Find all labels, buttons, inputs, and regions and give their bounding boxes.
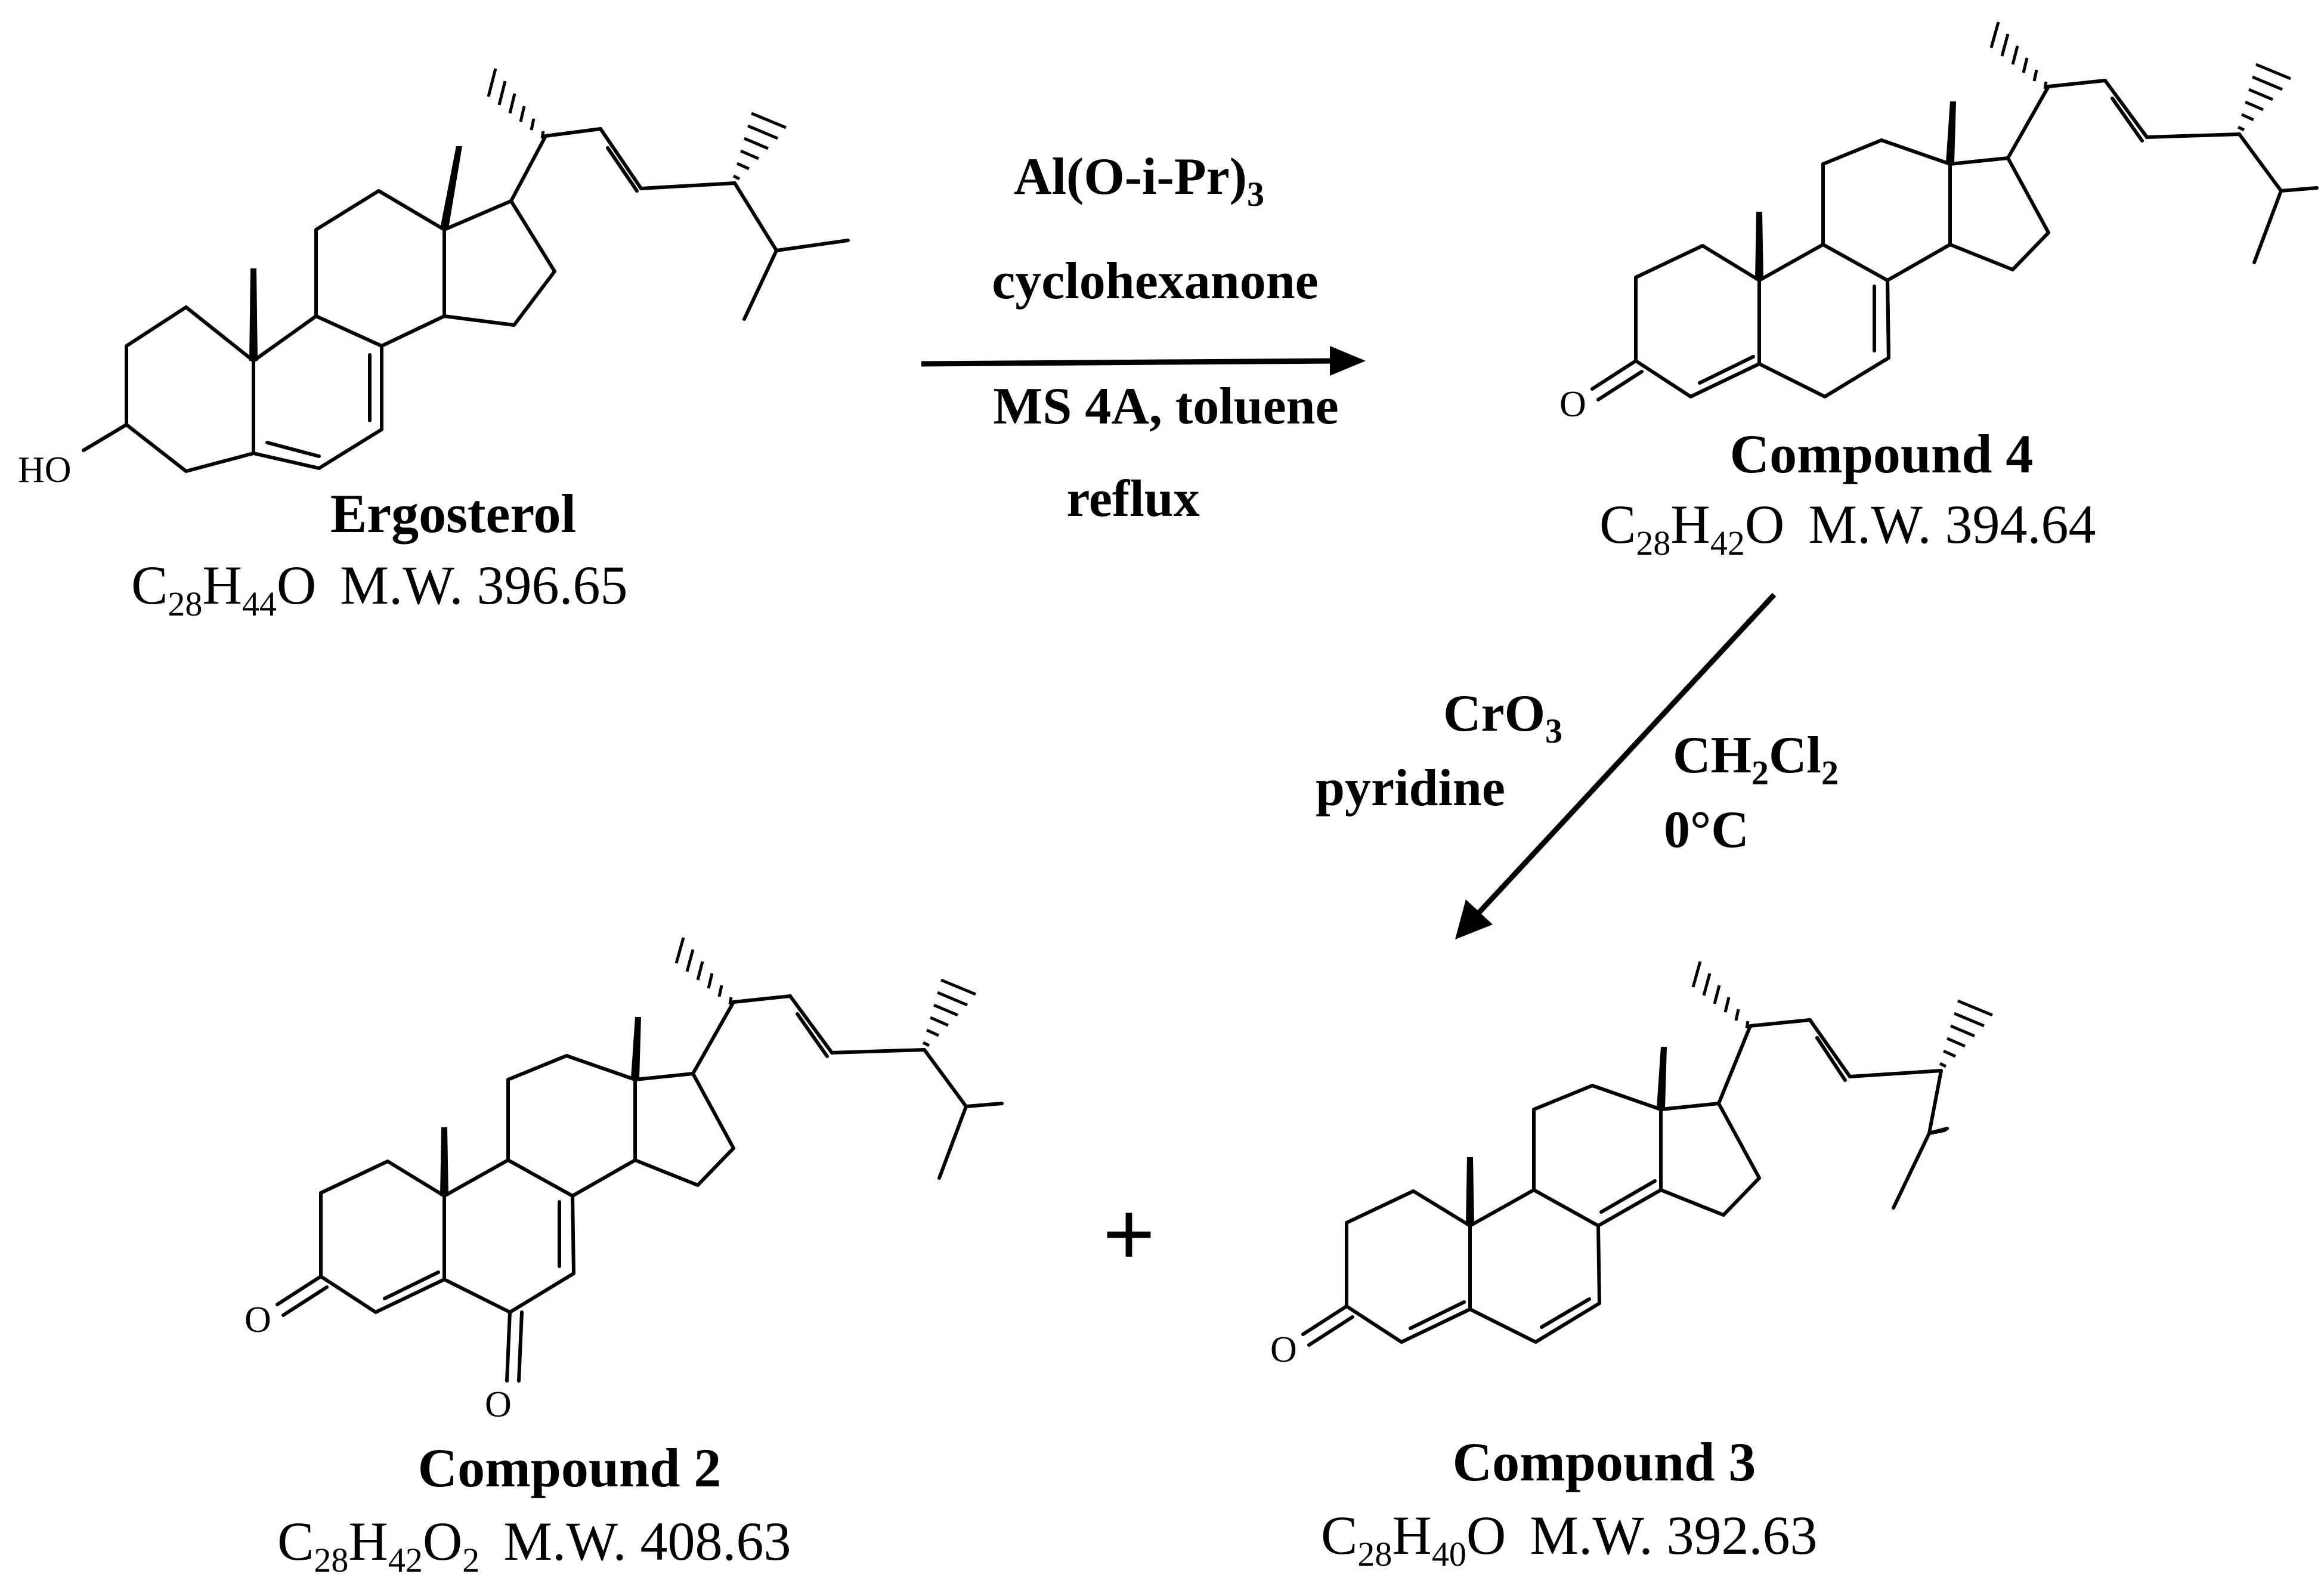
step1-reagent-conditions: MS 4A, toluene — [993, 378, 1338, 435]
step2-reagent-solvent: CH2Cl2 — [1673, 726, 1839, 792]
step2-reagent-temperature: 0°C — [1664, 801, 1749, 859]
compound3-name: Compound 3 — [1453, 1431, 1756, 1492]
ergosterol-structure: HO — [18, 69, 848, 490]
compound4-name: Compound 4 — [1730, 423, 2034, 484]
plus-sign: + — [1103, 1183, 1155, 1284]
compound3-structure: O — [1270, 961, 1993, 1370]
compound4-structure: O — [1559, 21, 2319, 425]
hydroxyl-label: HO — [18, 450, 72, 490]
c6-carbonyl-oxygen-label: O — [485, 1384, 512, 1425]
c3-carbonyl-oxygen-label: O — [245, 1300, 271, 1340]
compound2-structure: O O — [245, 937, 1004, 1425]
step1-arrow — [921, 346, 1366, 376]
step2-arrow — [1455, 592, 1777, 939]
compound2-name: Compound 2 — [418, 1437, 722, 1498]
carbonyl-oxygen-label: O — [1559, 384, 1586, 425]
step1-reagent-catalyst: Al(O-i-Pr)3 — [1014, 148, 1264, 214]
step1-reagent-temperature: reflux — [1066, 470, 1199, 528]
carbonyl-oxygen-label: O — [1270, 1330, 1297, 1370]
ergosterol-name: Ergosterol — [330, 483, 576, 544]
step1-reagent-solvent: cyclohexanone — [992, 252, 1319, 310]
step2-reagent-base: pyridine — [1316, 759, 1505, 817]
step2-reagent-oxidant: CrO3 — [1443, 685, 1562, 750]
